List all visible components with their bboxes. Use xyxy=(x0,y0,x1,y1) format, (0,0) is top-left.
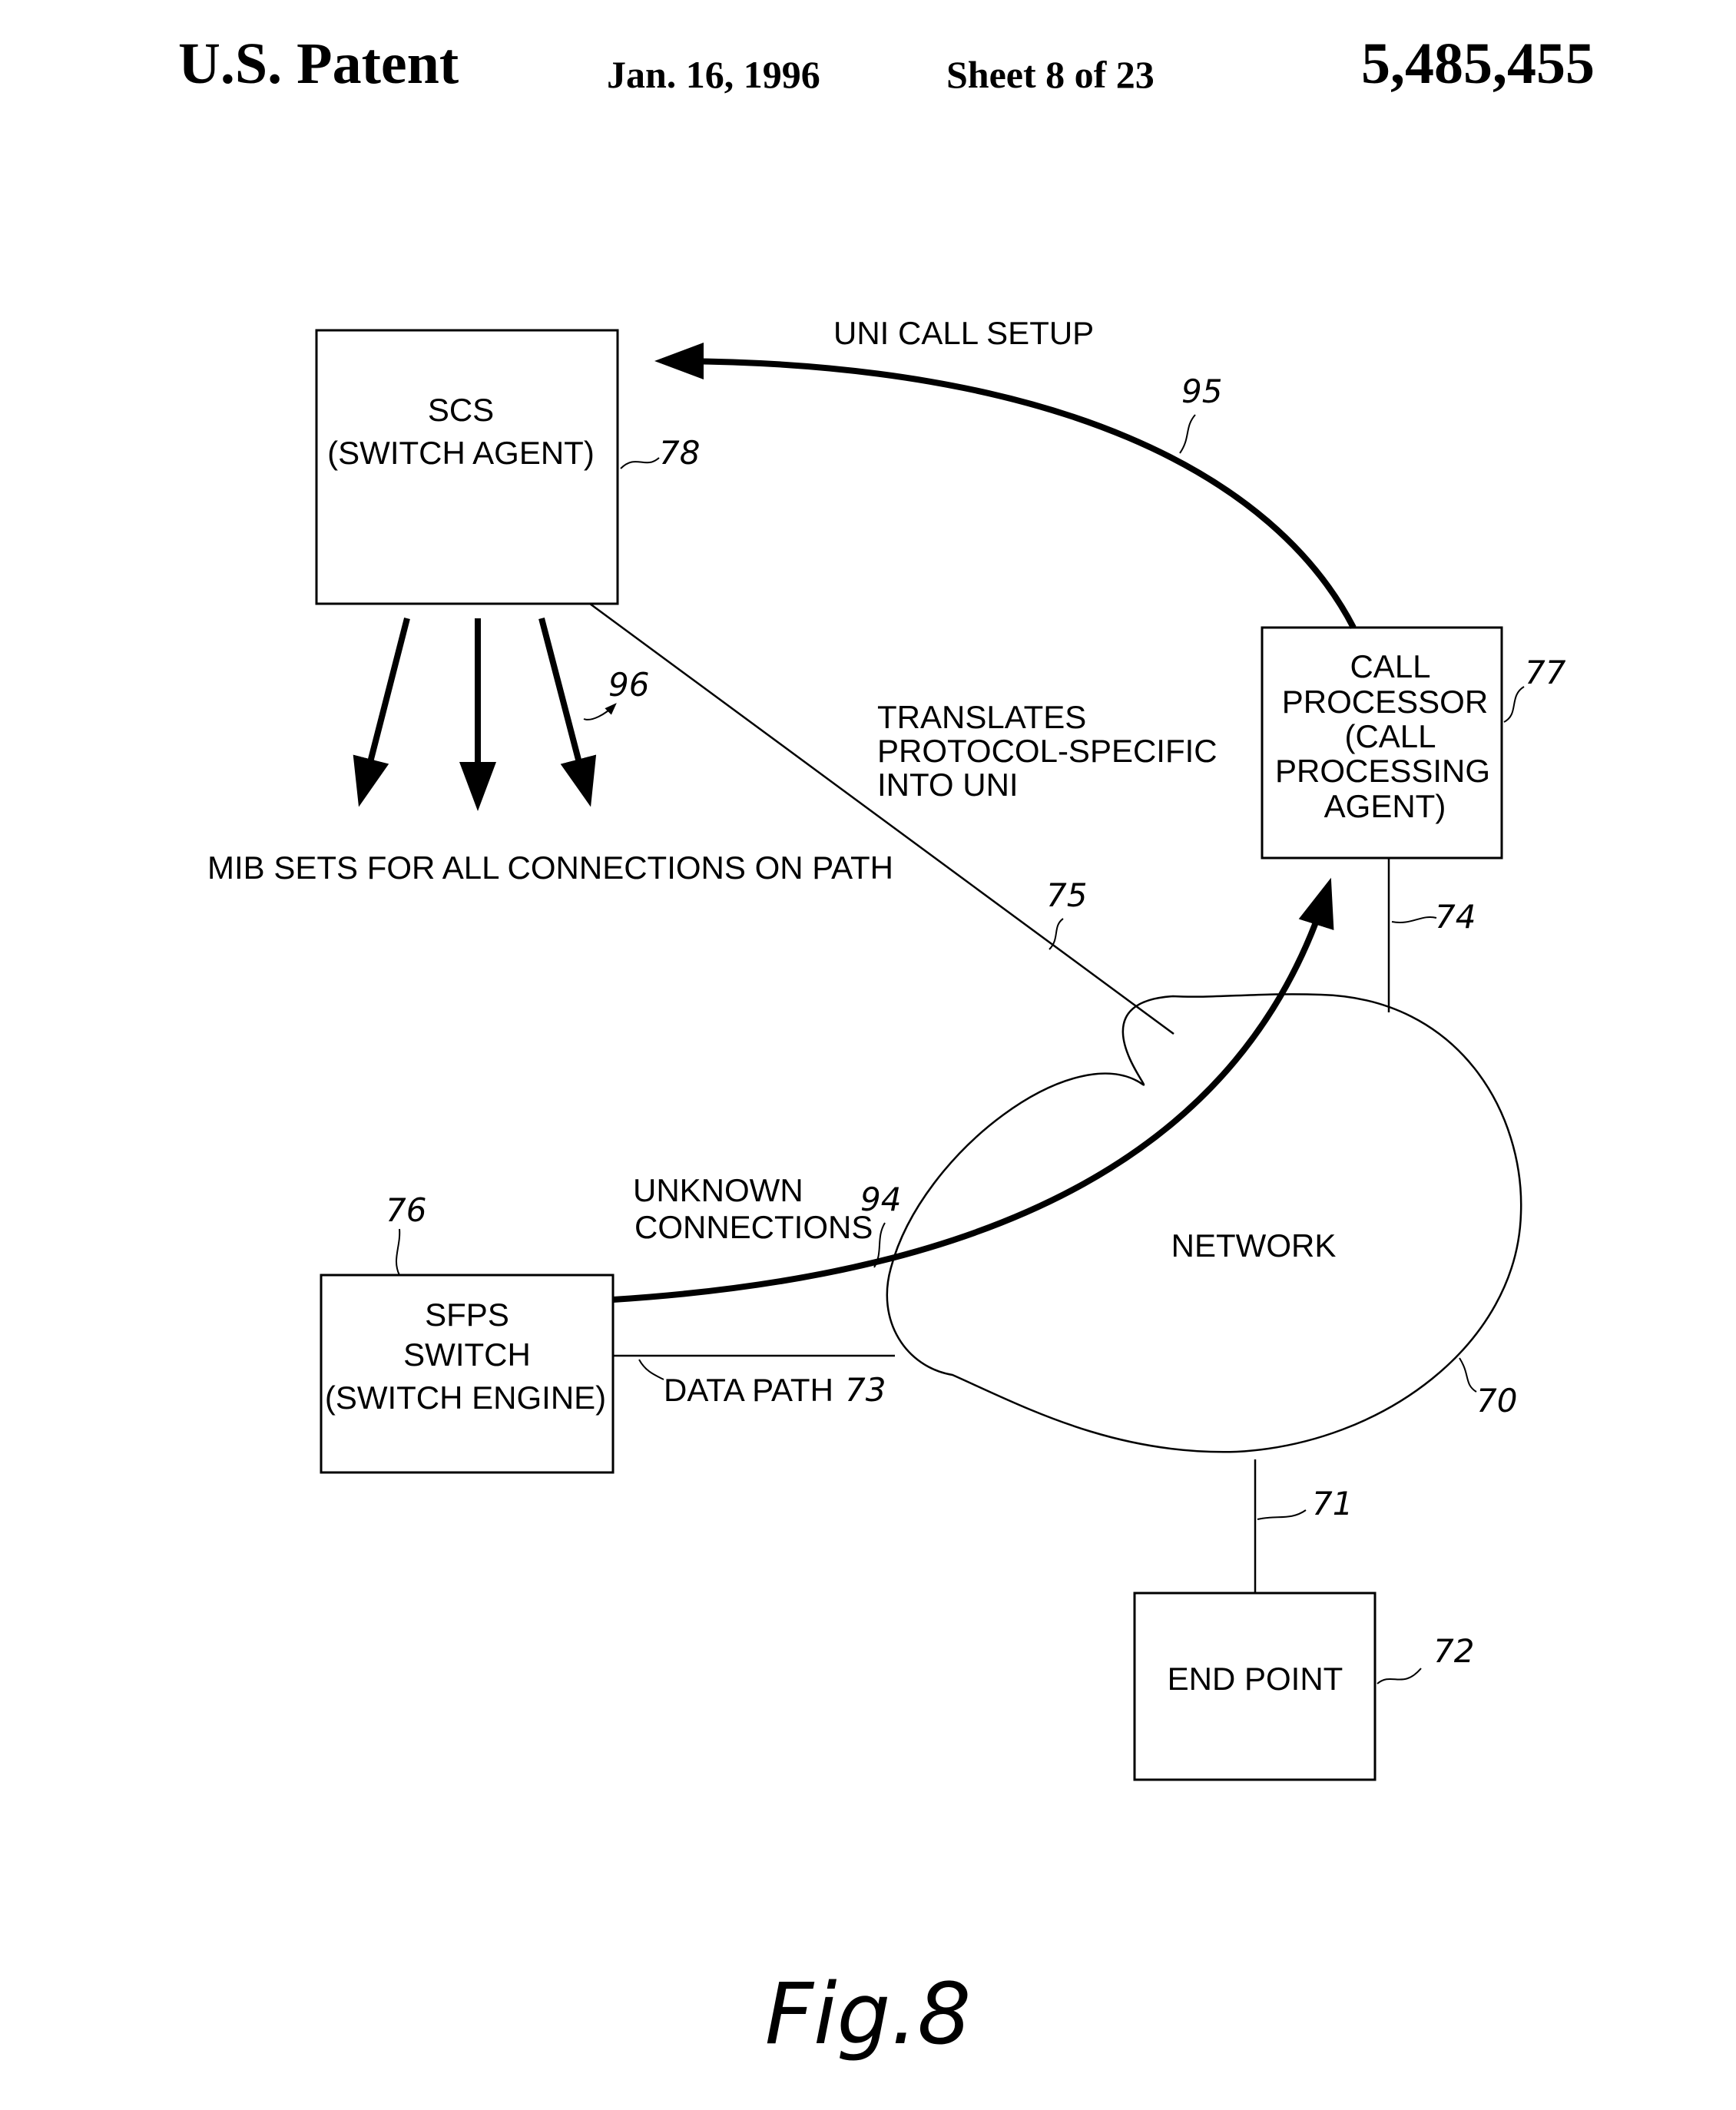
call-processor-ref-leader xyxy=(1503,686,1525,723)
uni-call-setup-label: UNI CALL SETUP xyxy=(833,315,1094,351)
patent-number: 5,485,455 xyxy=(1361,31,1595,96)
network-label: NETWORK xyxy=(1171,1227,1337,1264)
patent-label: U.S. Patent xyxy=(178,31,459,96)
call-processor-line1: CALL xyxy=(1350,648,1430,684)
scs-box xyxy=(315,329,619,605)
call-processor-line3: (CALL xyxy=(1344,718,1436,754)
mib-sets-label: MIB SETS FOR ALL CONNECTIONS ON PATH xyxy=(207,850,893,886)
end-point-ref-leader xyxy=(1377,1668,1422,1684)
unknown-connections-ref-leader xyxy=(873,1222,886,1268)
call-processor-line5: AGENT) xyxy=(1324,788,1446,824)
mib-ref-leader xyxy=(583,703,617,720)
data-path-ref-leader xyxy=(638,1359,664,1380)
translates-line2: PROTOCOL-SPECIFIC xyxy=(877,733,1218,769)
data-path-ref: 73 xyxy=(845,1371,886,1409)
call-processor-box xyxy=(1261,626,1503,860)
link-71-ref: 71 xyxy=(1312,1485,1353,1522)
link-71-ref-leader xyxy=(1257,1509,1307,1520)
sfps-switch-node: SFPS SWITCH (SWITCH ENGINE) xyxy=(320,1274,615,1474)
sfps-line1: SFPS xyxy=(425,1297,509,1333)
link-74-ref-leader xyxy=(1391,916,1437,923)
network-ref: 70 xyxy=(1476,1382,1517,1419)
end-point-label: END POINT xyxy=(1168,1661,1343,1697)
network-ref-leader xyxy=(1459,1357,1477,1393)
scs-ref: 78 xyxy=(659,434,700,472)
link-74-ref: 74 xyxy=(1435,898,1476,936)
scs-ref-leader xyxy=(620,457,660,469)
figure-label: Fig.8 xyxy=(765,1965,972,2063)
uni-call-setup-arrow xyxy=(654,343,1357,629)
unknown-connections-ref: 94 xyxy=(860,1181,901,1218)
end-point-ref: 72 xyxy=(1433,1632,1474,1670)
mib-arrow-left xyxy=(353,618,410,807)
translates-line xyxy=(589,602,1174,1035)
scs-label: SCS xyxy=(428,392,494,428)
sfps-box xyxy=(320,1274,615,1474)
mib-ref: 96 xyxy=(608,666,649,704)
mib-arrow-right xyxy=(538,617,597,807)
unknown-connections-line2: CONNECTIONS xyxy=(634,1209,873,1245)
translates-line3: INTO UNI xyxy=(877,767,1019,803)
call-processor-line4: PROCESSING xyxy=(1275,753,1490,789)
data-path-label: DATA PATH xyxy=(664,1372,833,1408)
unknown-connections-line1: UNKNOWN xyxy=(633,1172,803,1208)
translates-ref: 75 xyxy=(1046,876,1087,914)
sfps-ref-leader xyxy=(396,1228,401,1276)
sfps-ref: 76 xyxy=(386,1191,426,1229)
network-cloud xyxy=(886,993,1522,1453)
sfps-line3: (SWITCH ENGINE) xyxy=(325,1380,606,1416)
call-processor-line2: PROCESSOR xyxy=(1282,684,1488,720)
unknown-connections-arrow xyxy=(612,877,1334,1303)
call-processor-ref: 77 xyxy=(1525,654,1566,691)
uni-call-setup-ref-leader xyxy=(1179,414,1196,454)
translates-line1: TRANSLATES xyxy=(877,699,1086,735)
patent-date: Jan. 16, 1996 xyxy=(607,53,820,96)
sfps-line2: SWITCH xyxy=(403,1337,531,1373)
patent-header: U.S. Patent Jan. 16, 1996 Sheet 8 of 23 … xyxy=(0,31,1736,123)
translates-ref-leader xyxy=(1049,918,1064,950)
uni-call-setup-ref: 95 xyxy=(1181,373,1222,410)
scs-sublabel: (SWITCH AGENT) xyxy=(327,435,595,471)
sheet-number: Sheet 8 of 23 xyxy=(946,53,1155,96)
scs-switch-agent-node: SCS (SWITCH AGENT) xyxy=(315,329,619,605)
end-point-node: END POINT xyxy=(1133,1592,1377,1781)
call-processor-node: CALL PROCESSOR (CALL PROCESSING AGENT) xyxy=(1261,626,1503,860)
